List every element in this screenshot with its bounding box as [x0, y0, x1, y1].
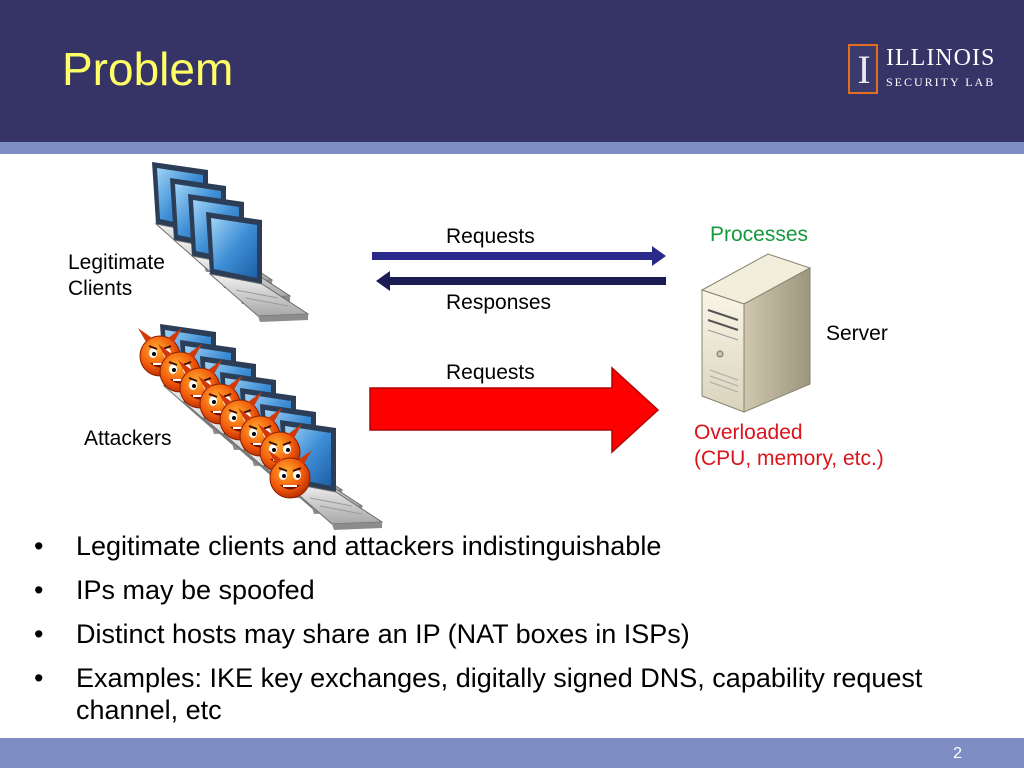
responses-arrow-icon: [376, 271, 666, 291]
network-diagram: [137, 161, 812, 530]
legitimate-clients-label-line1: Legitimate: [68, 251, 165, 274]
page-number: 2: [953, 745, 962, 762]
overloaded-label: Overloaded (CPU, memory, etc.): [694, 420, 884, 473]
legitimate-clients-laptops: [151, 161, 309, 323]
attack-requests-arrow-icon: [369, 366, 660, 454]
slide-title: Problem: [62, 43, 234, 95]
slide-header: Problem I ILLINOIS SECURITY LAB: [0, 0, 1024, 142]
bullet-item: Legitimate clients and attackers indisti…: [34, 530, 994, 562]
illinois-security-lab-logo: I ILLINOIS SECURITY LAB: [848, 44, 1008, 94]
requests-arrow-icon: [372, 246, 666, 266]
server-tower-icon: [700, 253, 812, 413]
legitimate-clients-label: Legitimate Clients: [68, 250, 165, 303]
server-label: Server: [826, 322, 888, 345]
bullet-item: Distinct hosts may share an IP (NAT boxe…: [34, 618, 994, 650]
legitimate-clients-label-line2: Clients: [68, 277, 133, 301]
bullet-list: Legitimate clients and attackers indisti…: [34, 530, 994, 738]
processes-label: Processes: [710, 223, 809, 246]
requests-top-label: Requests: [446, 225, 535, 248]
logo-subtitle: SECURITY LAB: [886, 75, 996, 89]
requests-bottom-label: Requests: [446, 361, 535, 384]
overloaded-label-line2: (CPU, memory, etc.): [694, 447, 884, 471]
laptop-icon: [205, 211, 309, 323]
logo-letter: I: [857, 47, 871, 92]
slide-footer: 2: [0, 738, 1024, 768]
bullet-item: Examples: IKE key exchanges, digitally s…: [34, 662, 994, 726]
header-rule: [0, 142, 1024, 154]
bullet-item: IPs may be spoofed: [34, 574, 994, 606]
attackers-label: Attackers: [84, 427, 172, 450]
logo-emblem-icon: I: [848, 44, 878, 94]
overloaded-label-line1: Overloaded: [694, 421, 803, 444]
logo-name: ILLINOIS: [886, 45, 996, 71]
responses-label: Responses: [446, 291, 552, 314]
